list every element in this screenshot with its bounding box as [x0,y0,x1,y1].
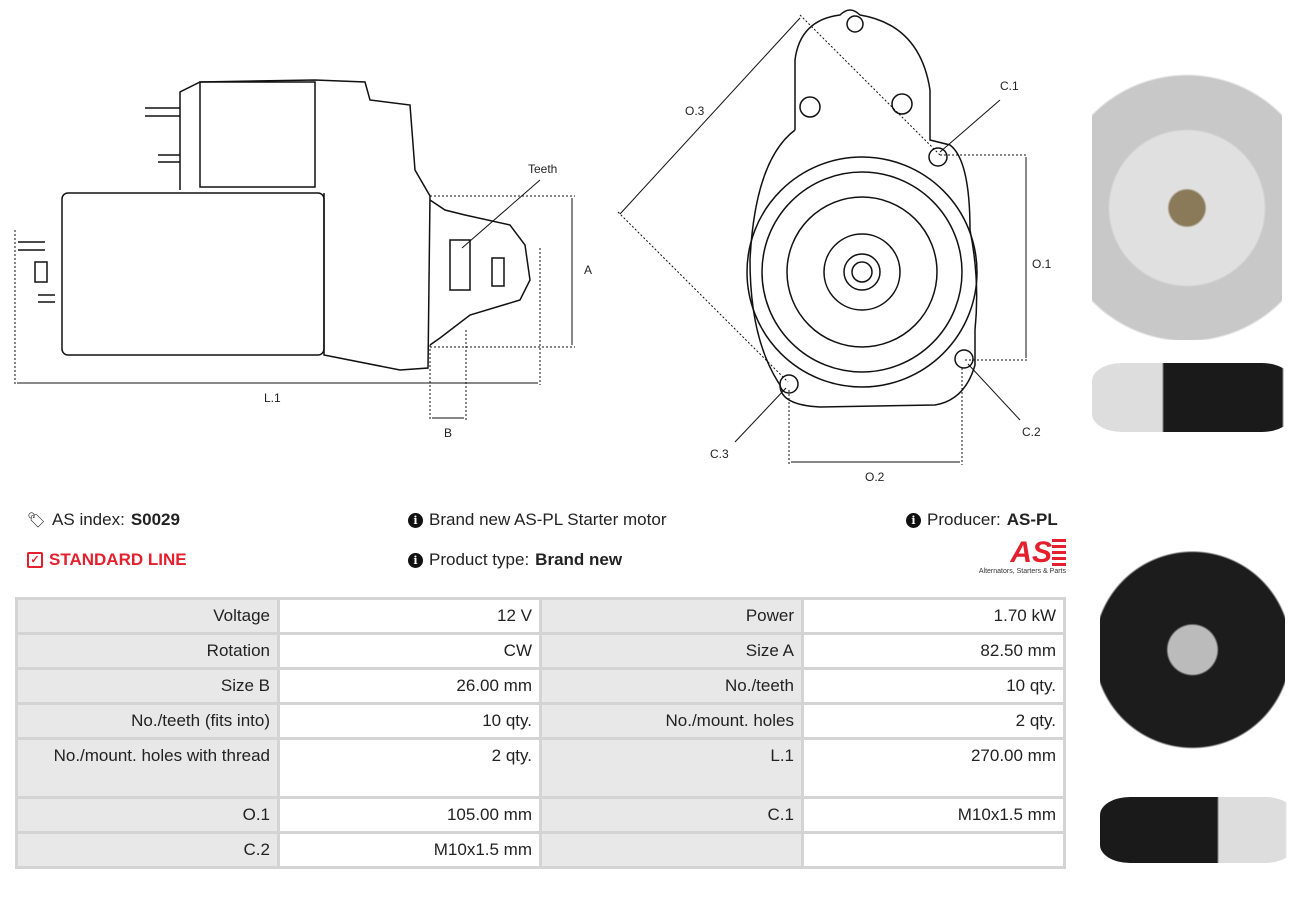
spec-label: C.1 [539,796,804,834]
spec-label: Power [539,597,804,635]
spec-label: No./teeth (fits into) [15,702,280,740]
as-index-value: S0029 [130,510,180,529]
spec-value: M10x1.5 mm [277,831,542,869]
front-view-drawing: O.3 C.1 O.1 C.2 C.3 O.2 [617,9,1052,484]
producer-label: Producer: [927,510,1001,529]
product-type-label: Product type: [429,550,530,569]
label-c1: C.1 [1000,79,1019,93]
label-b: B [444,426,452,440]
checkbox-icon: ✓ [27,552,43,568]
spec-label: Size B [15,667,280,705]
photo-front-view[interactable] [1092,10,1282,340]
spec-value: 10 qty. [801,667,1066,705]
logo-tagline: Alternators, Starters & Parts [978,568,1066,575]
info-icon: i [408,552,423,568]
spec-value: 82.50 mm [801,632,1066,670]
spec-value [801,831,1066,869]
spec-label: No./mount. holes with thread [15,737,280,799]
as-pl-logo: AS Alternators, Starters & Parts [966,538,1066,575]
spec-value: CW [277,632,542,670]
spec-label [539,831,804,869]
spec-label: L.1 [539,737,804,799]
spec-value: 2 qty. [801,702,1066,740]
side-view-drawing: Teeth A B L.1 [14,79,592,440]
spec-label: O.1 [15,796,280,834]
tags-icon: 🏷 [27,512,47,529]
spec-value: 270.00 mm [801,737,1066,799]
label-c3: C.3 [710,447,729,461]
label-o3: O.3 [685,104,705,118]
standard-line-label: STANDARD LINE [49,550,187,569]
spec-value: 10 qty. [277,702,542,740]
producer: i Producer: AS-PL [906,510,1058,530]
label-teeth: Teeth [528,162,557,176]
producer-value: AS-PL [1006,510,1058,529]
spec-value: 1.70 kW [801,597,1066,635]
logo-mark: AS [966,538,1066,568]
spec-label: Size A [539,632,804,670]
description-text: Brand new AS-PL Starter motor [429,510,667,529]
as-index-label: AS index: [52,510,125,529]
spec-label: No./teeth [539,667,804,705]
standard-line: ✓ STANDARD LINE [27,550,187,570]
spec-label: Voltage [15,597,280,635]
product-type-value: Brand new [535,550,623,569]
table-row: No./teeth (fits into)10 qty.No./mount. h… [15,702,1066,740]
spec-value: 12 V [277,597,542,635]
spec-value: M10x1.5 mm [801,796,1066,834]
label-o2: O.2 [865,470,885,484]
label-l1: L.1 [264,391,281,405]
label-c2: C.2 [1022,425,1041,439]
photo-side-view[interactable] [1092,363,1292,432]
info-icon: i [408,512,423,528]
photo-rear-view[interactable] [1100,470,1285,760]
spec-label: Rotation [15,632,280,670]
label-o1: O.1 [1032,257,1052,271]
as-index: 🏷 AS index: S0029 [27,510,180,530]
spec-value: 2 qty. [277,737,542,799]
photo-side-view-2[interactable] [1100,797,1295,863]
spec-label: C.2 [15,831,280,869]
description: i Brand new AS-PL Starter motor [408,510,666,530]
label-a: A [584,263,592,277]
spec-value: 26.00 mm [277,667,542,705]
spec-value: 105.00 mm [277,796,542,834]
spec-label: No./mount. holes [539,702,804,740]
info-icon: i [906,512,921,528]
product-type: i Product type: Brand new [408,550,622,570]
